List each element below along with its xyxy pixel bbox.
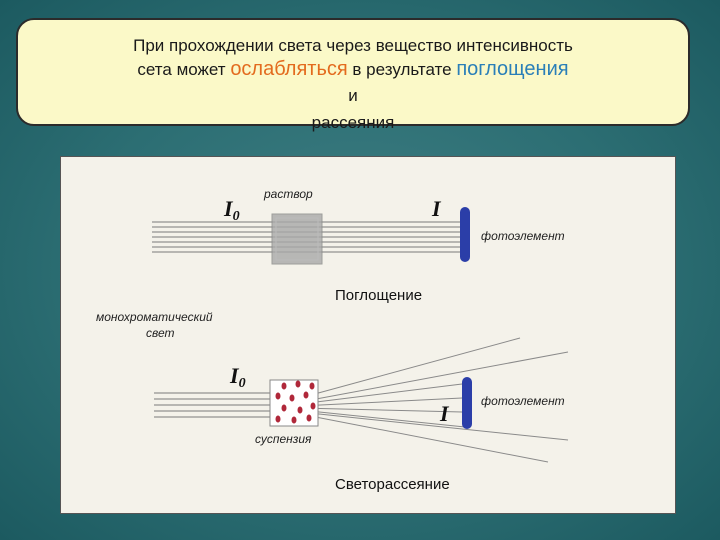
scattering-i0-label: I0 — [229, 363, 246, 391]
keyword-absorption: поглощения — [456, 58, 569, 80]
banner-line-1: При прохождении света через вещество инт… — [133, 36, 573, 55]
diagram-panel — [60, 156, 676, 514]
keyword-attenuate: ослабляться — [230, 58, 348, 80]
banner-line-2-start: сета может — [137, 60, 231, 79]
source-label-line1: монохроматический — [96, 310, 213, 324]
scattering-photocell — [462, 377, 472, 429]
scattering-i-label: I — [439, 401, 450, 426]
solution-cuvette — [271, 213, 323, 265]
suspension-particles — [275, 380, 316, 424]
keyword-scattering: рассеяния — [311, 113, 395, 132]
absorption-photocell — [460, 207, 470, 262]
absorption-i-label: I — [431, 196, 442, 221]
banner-line-2: сета может ослабляться в результате погл… — [18, 58, 688, 81]
scattered-rays — [299, 337, 569, 463]
source-label-line2: свет — [146, 326, 175, 340]
absorption-photocell-label: фотоэлемент — [481, 229, 565, 243]
scattering-photocell-label: фотоэлемент — [481, 394, 565, 408]
absorption-caption: Поглощение — [335, 287, 422, 304]
title-banner: При прохождении света через вещество инт… — [16, 18, 690, 132]
solution-label: раствор — [263, 187, 313, 201]
solution-cuvette-inner — [275, 217, 319, 261]
absorption-i0-label: I0 — [223, 196, 240, 224]
suspension-label: суспензия — [255, 432, 312, 446]
banner-line-3: и — [348, 86, 358, 105]
absorption-i0-subscript: 0 — [233, 209, 240, 224]
scattering-i0-subscript: 0 — [239, 376, 246, 391]
scattering-caption: Светорассеяние — [335, 476, 450, 493]
banner-line-2-middle: в результате — [347, 60, 457, 79]
